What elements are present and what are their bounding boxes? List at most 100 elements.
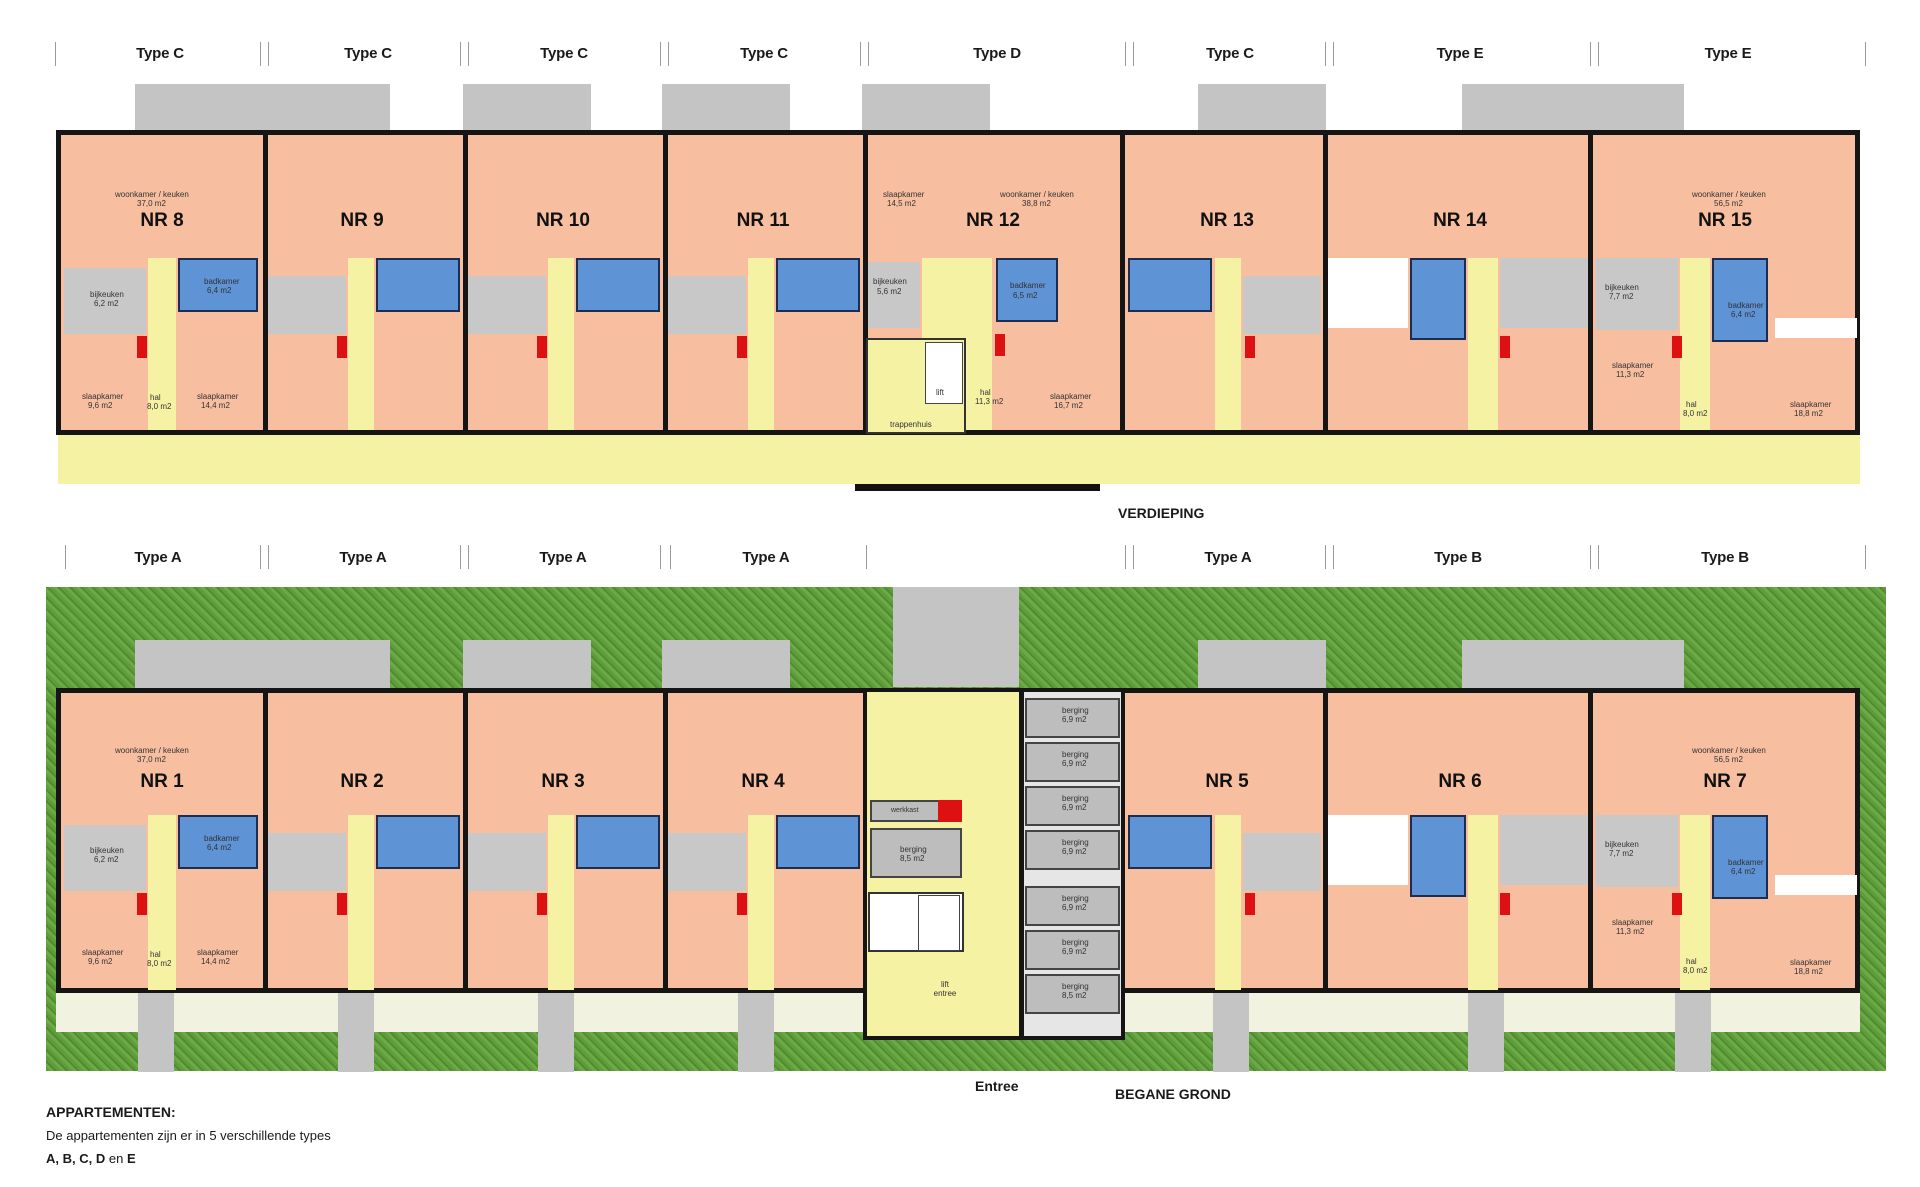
- meter-cabinet: [1500, 893, 1510, 915]
- room-label: hal: [150, 950, 161, 959]
- room-area: 37,0 m2: [137, 199, 166, 208]
- room-label: bijkeuken: [873, 277, 907, 286]
- type-label: Type C: [540, 45, 588, 62]
- room-area: 6,9 m2: [1062, 847, 1087, 856]
- room-area: 9,6 m2: [88, 401, 113, 410]
- legend-and: en: [108, 1151, 124, 1166]
- room-area: 38,8 m2: [1022, 199, 1051, 208]
- room-area: 11,3 m2: [975, 397, 1004, 406]
- room-area: 11,3 m2: [1616, 927, 1645, 936]
- unit-number: NR 9: [340, 210, 384, 231]
- entrance-path: [893, 587, 1019, 687]
- room-label: badkamer: [1728, 858, 1764, 867]
- room-label: berging: [1062, 838, 1089, 847]
- room-label: slaapkamer: [883, 190, 925, 199]
- room-label: slaapkamer: [1790, 400, 1832, 409]
- room-area: 6,9 m2: [1062, 759, 1087, 768]
- room-label: berging: [1062, 938, 1089, 947]
- type-divider: [1325, 42, 1326, 66]
- utility-room: [1500, 815, 1588, 885]
- utility-room: [268, 276, 346, 334]
- path: [338, 992, 374, 1072]
- room-area: 6,4 m2: [1731, 867, 1756, 876]
- unit-number: NR 12: [966, 210, 1020, 231]
- room-label: berging: [1062, 982, 1089, 991]
- unit-number: NR 7: [1703, 771, 1747, 792]
- unit-number: NR 3: [541, 771, 585, 792]
- utility-room: [668, 833, 746, 891]
- type-divider: [866, 545, 867, 569]
- balcony: [862, 84, 990, 132]
- balcony: [463, 84, 591, 132]
- bathroom: [776, 258, 860, 312]
- legend-text: De appartementen zijn er in 5 verschille…: [46, 1128, 331, 1143]
- type-divider: [1133, 545, 1134, 569]
- type-divider: [670, 545, 671, 569]
- unit-number: NR 10: [536, 210, 590, 231]
- unit-number: NR 1: [140, 771, 184, 792]
- room-label: woonkamer / keuken: [115, 746, 189, 755]
- hall: [148, 258, 176, 430]
- bathroom: [376, 258, 460, 312]
- utility-room: [64, 268, 146, 334]
- room-label: woonkamer / keuken: [1000, 190, 1074, 199]
- balcony: [1198, 84, 1326, 132]
- utility-room: [268, 833, 346, 891]
- meter-cabinet: [337, 893, 347, 915]
- unit-number: NR 13: [1200, 210, 1254, 231]
- room-label: berging: [900, 845, 927, 854]
- entrance-label: Entree: [975, 1078, 1019, 1094]
- room-area: 14,4 m2: [201, 401, 230, 410]
- type-divider: [268, 42, 269, 66]
- berging: [1025, 786, 1120, 826]
- lift-shaft: [925, 342, 963, 404]
- type-divider: [1133, 42, 1134, 66]
- room-label: bijkeuken: [90, 290, 124, 299]
- type-divider: [260, 545, 261, 569]
- room-label: berging: [1062, 794, 1089, 803]
- room-label: badkamer: [1728, 301, 1764, 310]
- type-label: Type A: [134, 549, 182, 566]
- type-divider: [868, 42, 869, 66]
- type-label: Type A: [539, 549, 587, 566]
- utility-room: [468, 276, 546, 334]
- room-label: slaapkamer: [197, 948, 239, 957]
- berging: [1025, 830, 1120, 870]
- legend-type-last: E: [126, 1151, 136, 1166]
- bathroom: [576, 815, 660, 869]
- room-label: berging: [1062, 750, 1089, 759]
- type-label: Type C: [136, 45, 184, 62]
- unit-number: NR 2: [340, 771, 384, 792]
- utility-room: [868, 262, 920, 328]
- bathroom: [178, 815, 258, 869]
- room-area: 6,2 m2: [94, 299, 119, 308]
- room-label: slaapkamer: [1790, 958, 1832, 967]
- room-area: 18,8 m2: [1794, 967, 1823, 976]
- type-label: Type A: [1204, 549, 1252, 566]
- room-label: badkamer: [1010, 281, 1046, 290]
- legend-types: A, B, C, D en E: [46, 1151, 136, 1166]
- room-label: hal: [1686, 400, 1697, 409]
- hall: [1215, 815, 1241, 990]
- bathroom: [1128, 258, 1212, 312]
- room-label: slaapkamer: [1612, 918, 1654, 927]
- unit-number: NR 6: [1438, 771, 1482, 792]
- legend-type-list: A, B, C, D: [46, 1151, 106, 1166]
- type-label: Type A: [742, 549, 790, 566]
- balcony: [662, 84, 790, 132]
- room-label: badkamer: [204, 834, 240, 843]
- notch: [1775, 875, 1857, 895]
- room-area: 6,4 m2: [207, 843, 232, 852]
- unit-number: NR 4: [741, 771, 785, 792]
- type-divider: [55, 42, 56, 66]
- type-divider: [1865, 42, 1866, 66]
- type-divider: [1865, 545, 1866, 569]
- floor-caption: BEGANE GROND: [1115, 1086, 1231, 1102]
- room-area: 14,5 m2: [887, 199, 916, 208]
- room-area: 11,3 m2: [1616, 370, 1645, 379]
- room-label: slaapkamer: [1050, 392, 1092, 401]
- room-area: 8,5 m2: [1062, 991, 1087, 1000]
- type-divider: [860, 42, 861, 66]
- hall: [548, 258, 574, 430]
- bathroom: [996, 258, 1058, 322]
